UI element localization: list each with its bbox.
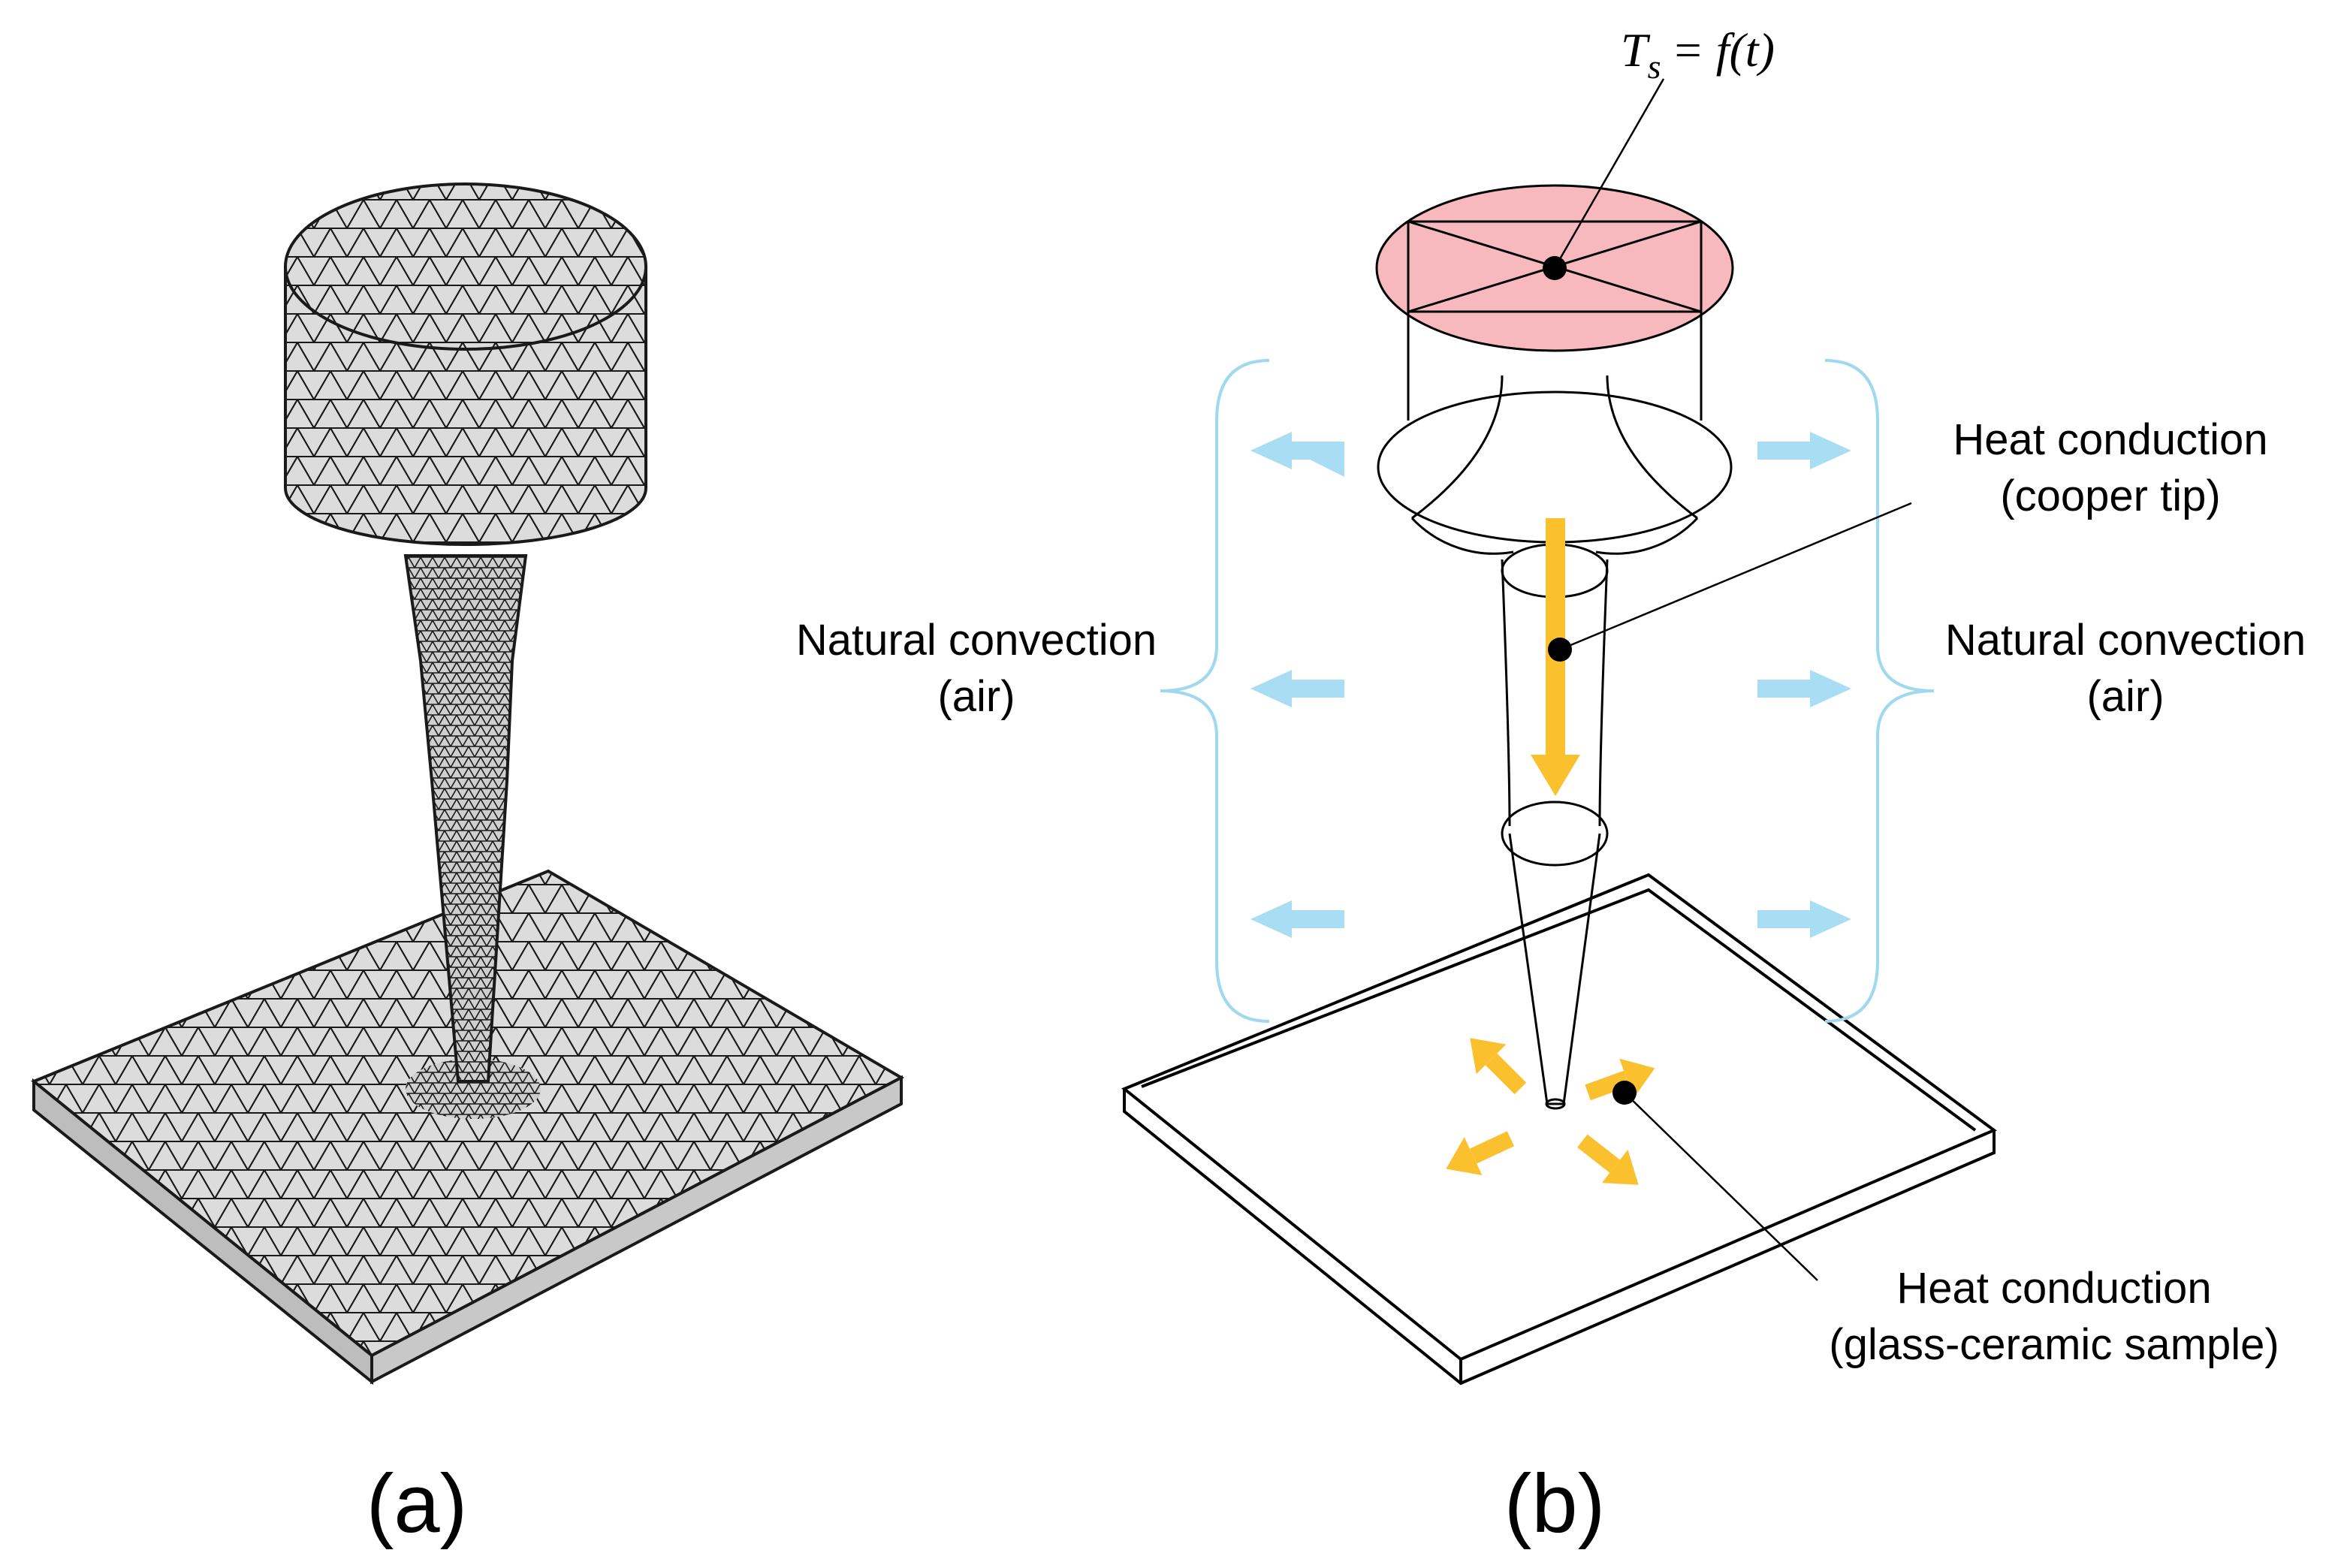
- convection-arrow-left-1: [1250, 432, 1344, 469]
- convection-arrow-right-1: [1757, 432, 1851, 469]
- heat-arrow-sample-up-left: [1470, 1038, 1527, 1095]
- panel-b-schematic: [1121, 78, 1997, 1386]
- probe-dot-sample: [1612, 1081, 1637, 1105]
- mesh-plate: [31, 869, 905, 1386]
- mesh-tip: [403, 554, 528, 1083]
- heat-arrow-sample-down-right: [1577, 1134, 1639, 1185]
- brace-right: [1824, 359, 1935, 1023]
- convection-arrow-right-3: [1757, 900, 1851, 938]
- convection-arrow-right-2: [1757, 670, 1851, 707]
- caption-panel-b: (b): [1504, 1458, 1605, 1550]
- caption-panel-a: (a): [367, 1458, 467, 1550]
- mesh-cylinder-head: [284, 182, 647, 546]
- boundary-equation: Ts= f(t): [1621, 23, 1775, 86]
- probe-dot-top: [1543, 256, 1567, 280]
- label-tip-line2: (cooper tip): [2000, 472, 2220, 520]
- sample-plate: [1121, 873, 1997, 1386]
- label-sample-line2: (glass-ceramic sample): [1829, 1320, 2279, 1369]
- leader-lines: [1553, 78, 1912, 1281]
- heat-arrow-sample-up-right: [1585, 1058, 1655, 1101]
- label-air-left-line2: (air): [937, 672, 1015, 721]
- probe-dots: [1543, 256, 1637, 1105]
- leader-line-equation: [1553, 78, 1665, 269]
- convection-arrow-left-3: [1250, 900, 1344, 938]
- label-tip-line1: Heat conduction: [1953, 415, 2267, 464]
- label-air-right-line2: (air): [2086, 672, 2164, 721]
- label-sample-line1: Heat conduction: [1896, 1264, 2211, 1313]
- label-air-right-line1: Natural convection: [1945, 616, 2306, 665]
- heat-arrows-sample: [1446, 1038, 1655, 1185]
- heat-arrow-sample-down-left: [1446, 1131, 1515, 1175]
- convection-arrows-left: [1250, 432, 1344, 938]
- panel-a-mesh-model: [31, 182, 905, 1386]
- convection-arrows-right: [1757, 432, 1851, 938]
- leader-line-sample: [1624, 1092, 1818, 1281]
- leader-line-tip: [1559, 502, 1912, 651]
- convection-arrow-left-2: [1250, 670, 1344, 707]
- label-air-left-line1: Natural convection: [796, 616, 1157, 665]
- probe-dot-tip: [1548, 638, 1572, 662]
- brace-left: [1160, 359, 1270, 1023]
